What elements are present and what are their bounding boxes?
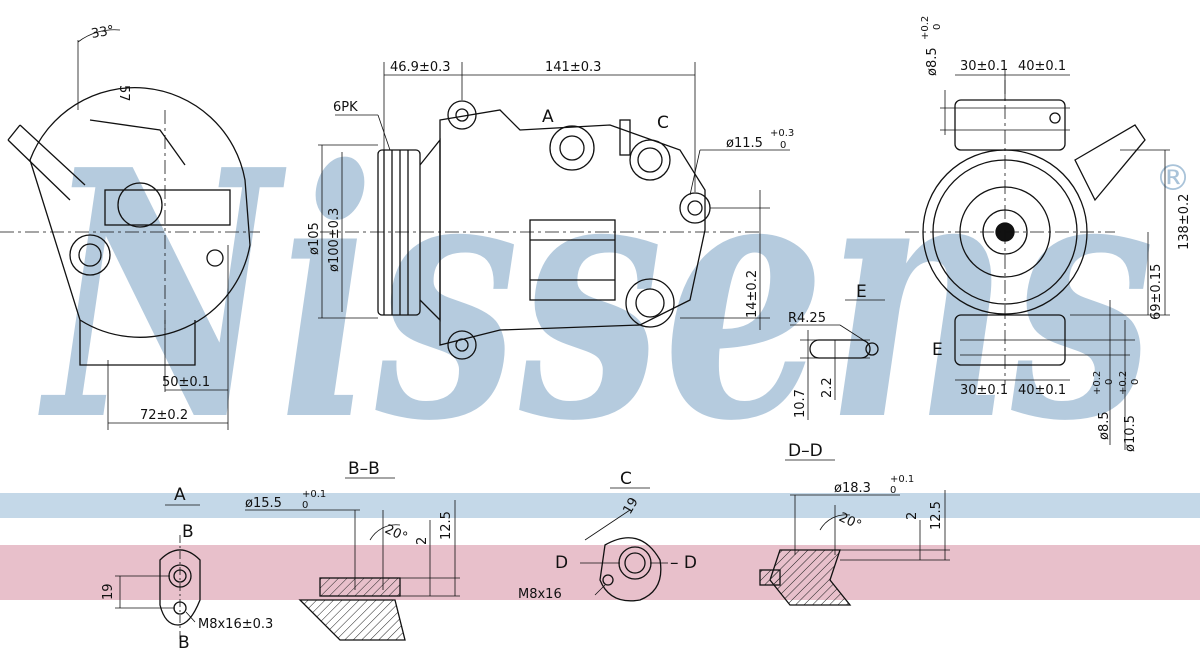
- dim-14: 14±0.2: [745, 270, 760, 318]
- right-dim-69: 69±0.15: [1149, 264, 1164, 320]
- section-dd-dia: ø18.3: [834, 481, 871, 496]
- dim-46-9: 46.9±0.3: [390, 60, 451, 75]
- section-bb-dim-2: 2: [415, 537, 430, 545]
- section-bb-tol-top: +0.1: [302, 489, 326, 500]
- detail-e: [790, 299, 885, 420]
- right-dia-8-5-bot: ø8.5: [1097, 411, 1112, 440]
- nissens-watermark: Nissens: [37, 97, 1155, 496]
- left-angle-33: 33°: [90, 23, 115, 42]
- detail-c: [580, 487, 668, 602]
- right-dia-8-5-top: ø8.5: [925, 47, 940, 76]
- detail-e-radius: R4.25: [788, 311, 826, 326]
- left-dim-57: 57: [116, 85, 131, 102]
- section-bb-dim-12-5: 12.5: [439, 511, 454, 540]
- port-diameter: ø11.5: [726, 136, 763, 151]
- detail-a-b-bot: B: [178, 633, 190, 653]
- section-bb-dia: ø15.5: [245, 496, 282, 511]
- detail-a-title: A: [174, 485, 186, 505]
- section-bb-title: B–B: [348, 459, 380, 479]
- detail-c-dim-19: 19: [620, 495, 641, 517]
- compressor-rear-view: [905, 70, 1170, 450]
- detail-e-title: E: [856, 282, 867, 302]
- section-bb: [245, 477, 460, 641]
- blue-band: [0, 493, 1200, 518]
- section-dd-dim-2: 2: [905, 512, 920, 520]
- dim-141: 141±0.3: [545, 60, 601, 75]
- detail-c-d-right: – D: [670, 553, 697, 573]
- detail-a-dim-19: 19: [101, 583, 116, 600]
- dia-105: ø105: [307, 222, 322, 255]
- registered-mark: ®: [1155, 158, 1191, 199]
- left-dim-72: 72±0.2: [140, 408, 188, 423]
- right-dia-10-5: ø10.5: [1123, 415, 1138, 452]
- left-front-view: [0, 29, 260, 430]
- section-dd-tol-top: +0.1: [890, 474, 914, 485]
- dia-100: ø100±0.3: [327, 208, 342, 272]
- pulley-6pk: 6PK: [333, 100, 358, 115]
- right-tol-bot-1: 0: [932, 24, 943, 30]
- right-tol-top-1: +0.2: [920, 16, 931, 40]
- right-dim-30-top: 30±0.1: [960, 59, 1008, 74]
- detail-c-thread: M8x16: [518, 587, 562, 602]
- port-label-a: A: [542, 107, 554, 127]
- right-label-e: E: [932, 340, 943, 360]
- section-dd: [759, 459, 950, 606]
- detail-e-dim-2-2: 2.2: [820, 377, 835, 398]
- right-dim-138: 138±0.2: [1177, 194, 1192, 250]
- right-tol-bot-2: 0: [1104, 379, 1115, 385]
- detail-c-d-left: D: [555, 553, 568, 573]
- compressor-side-view: [318, 62, 790, 360]
- right-dim-30-bot: 30±0.1: [960, 383, 1008, 398]
- detail-a-thread: M8x16±0.3: [198, 617, 273, 632]
- detail-a: [115, 504, 201, 640]
- right-tol-top-3: +0.2: [1118, 371, 1129, 395]
- detail-a-b-top: B: [182, 522, 194, 542]
- right-tol-top-2: +0.2: [1092, 371, 1103, 395]
- port-label-c: C: [657, 113, 669, 133]
- section-dd-dim-12-5: 12.5: [929, 501, 944, 530]
- right-dim-40-top: 40±0.1: [1018, 59, 1066, 74]
- right-dim-40-bot: 40±0.1: [1018, 383, 1066, 398]
- right-tol-bot-3: 0: [1130, 379, 1141, 385]
- section-bb-tol-bot: 0: [302, 500, 308, 511]
- section-dd-tol-bot: 0: [890, 485, 896, 496]
- section-bb-angle: 20°: [382, 522, 409, 545]
- left-dim-50: 50±0.1: [162, 375, 210, 390]
- port-tol-top: +0.3: [770, 128, 794, 139]
- detail-c-title: C: [620, 469, 632, 489]
- port-tol-bot: 0: [780, 140, 786, 151]
- section-dd-title: D–D: [788, 441, 823, 461]
- detail-e-dim-10-7: 10.7: [793, 389, 808, 418]
